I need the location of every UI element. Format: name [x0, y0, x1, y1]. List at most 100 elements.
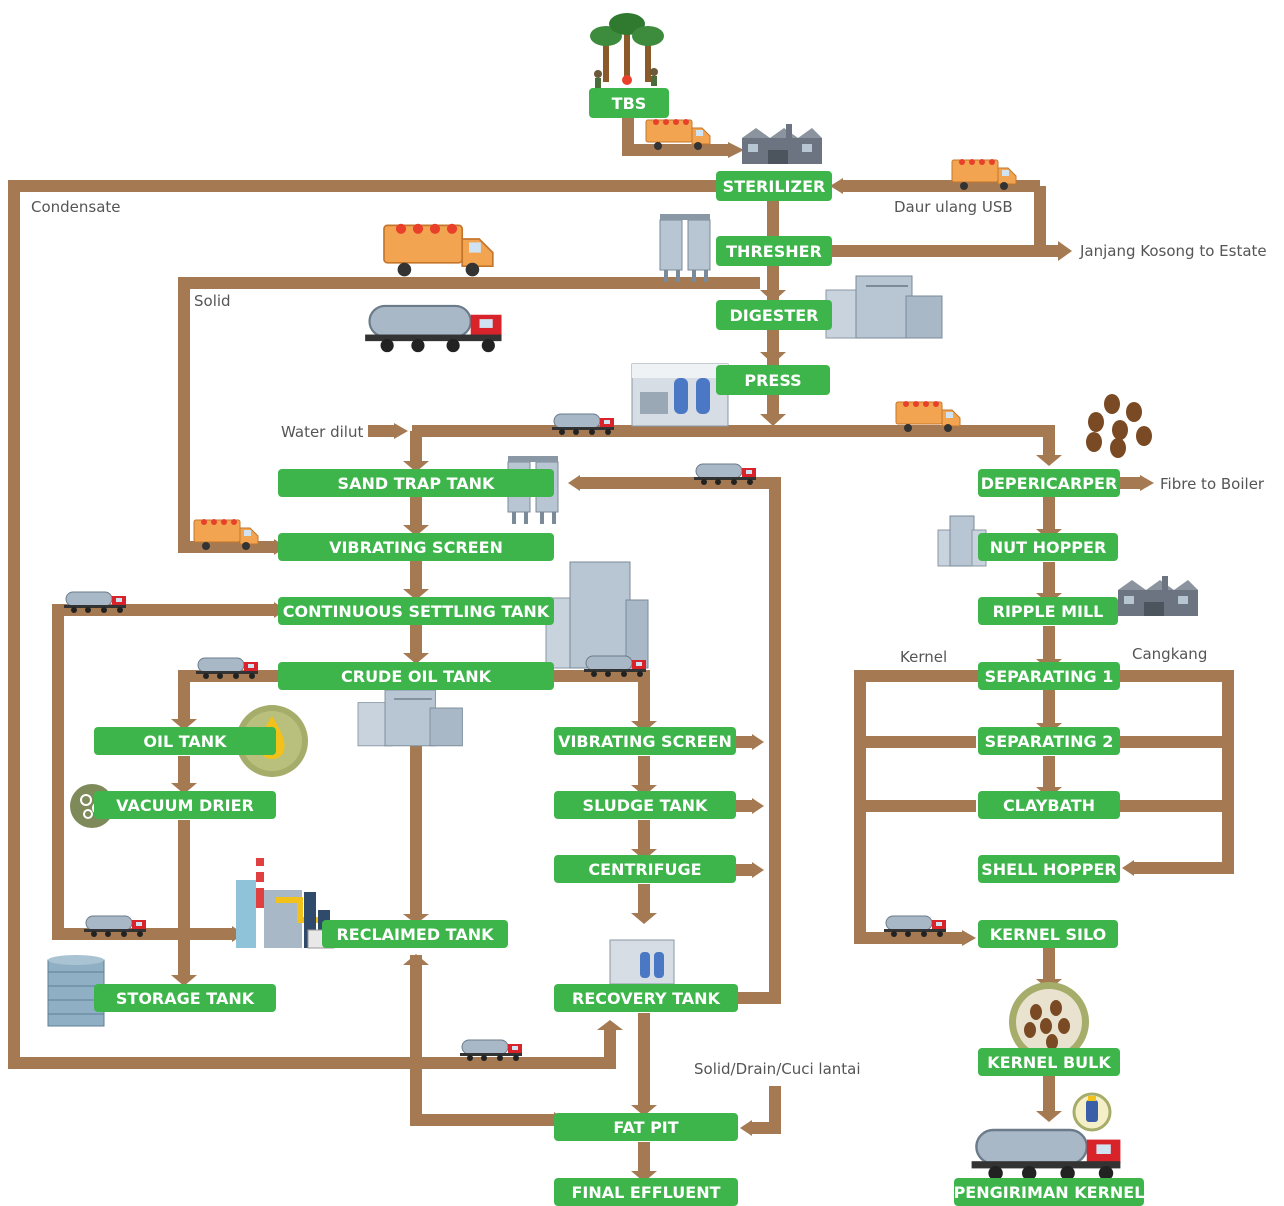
- node-label: KERNEL SILO: [990, 925, 1106, 944]
- node-box: [278, 469, 554, 497]
- node-box: [278, 597, 554, 625]
- node-box: [954, 1178, 1144, 1206]
- node-box: [94, 984, 276, 1012]
- node-sand-trap-tank: SAND TRAP TANK: [278, 469, 554, 497]
- node-label: SEPARATING 1: [985, 667, 1114, 686]
- pipe-network: [8, 118, 1234, 1172]
- node-pengiriman-kernel: PENGIRIMAN KERNEL: [954, 1178, 1145, 1206]
- storage-cylinder-icon: [47, 955, 105, 1027]
- node-sterilizer: STERILIZER: [716, 171, 832, 201]
- label-condensate: Condensate: [31, 198, 121, 216]
- node-box: [978, 1048, 1120, 1076]
- power-plant-icon: [236, 858, 335, 949]
- palm-tree-icon: [590, 13, 664, 88]
- node-kernel-silo: KERNEL SILO: [978, 920, 1118, 948]
- node-centrifuge: CENTRIFUGE: [554, 855, 736, 883]
- node-box: [716, 236, 832, 266]
- node-box: [978, 533, 1118, 561]
- node-press: PRESS: [716, 365, 830, 395]
- tanker-truck-icon: [364, 304, 503, 354]
- node-label: NUT HOPPER: [990, 538, 1107, 557]
- node-box: [978, 727, 1120, 755]
- node-box: [589, 88, 669, 118]
- node-label: PENGIRIMAN KERNEL: [954, 1183, 1145, 1202]
- node-label: VIBRATING SCREEN: [558, 732, 732, 751]
- storage-tank-icon: [357, 689, 464, 747]
- node-label: FINAL EFFLUENT: [571, 1183, 720, 1202]
- node-box: [978, 855, 1120, 883]
- node-box: [554, 855, 736, 883]
- factory-icon: [742, 124, 822, 164]
- node-label: SAND TRAP TANK: [338, 474, 496, 493]
- node-vacuum-drier: VACUUM DRIER: [94, 791, 276, 819]
- node-label: CLAYBATH: [1003, 796, 1095, 815]
- node-label: RECLAIMED TANK: [336, 925, 494, 944]
- node-box: [716, 365, 830, 395]
- press-machine-icon: [631, 363, 729, 427]
- node-separating-2: SEPARATING 2: [978, 727, 1120, 755]
- node-box: [716, 300, 832, 330]
- node-box: [554, 791, 736, 819]
- node-vibrating-screen-1: VIBRATING SCREEN: [278, 533, 554, 561]
- node-final-effluent: FINAL EFFLUENT: [554, 1178, 738, 1206]
- node-ripple-mill: RIPPLE MILL: [978, 597, 1118, 625]
- node-box: [94, 727, 276, 755]
- node-depericarper: DEPERICARPER: [978, 469, 1120, 497]
- node-box: [278, 662, 554, 690]
- node-sludge-tank: SLUDGE TANK: [554, 791, 736, 819]
- node-box: [978, 469, 1120, 497]
- node-label: THRESHER: [726, 242, 822, 261]
- node-label: TBS: [612, 94, 647, 113]
- node-label: DEPERICARPER: [981, 474, 1118, 493]
- node-box: [978, 597, 1118, 625]
- dump-truck-icon: [383, 222, 494, 278]
- factory-icon: [1118, 576, 1198, 616]
- node-label: CONTINUOUS SETTLING TANK: [283, 602, 550, 621]
- node-nut-hopper: NUT HOPPER: [978, 533, 1118, 561]
- node-box: [978, 662, 1120, 690]
- node-box: [978, 920, 1118, 948]
- node-crude-oil-tank: CRUDE OIL TANK: [278, 662, 554, 690]
- node-label: SLUDGE TANK: [583, 796, 709, 815]
- node-box: [278, 533, 554, 561]
- silo-icon: [659, 213, 711, 283]
- node-claybath: CLAYBATH: [978, 791, 1120, 819]
- node-box: [978, 791, 1120, 819]
- node-label: STORAGE TANK: [116, 989, 255, 1008]
- node-box: [554, 984, 738, 1012]
- label-daur-ulang-usb: Daur ulang USB: [894, 198, 1013, 216]
- node-thresher: THRESHER: [716, 236, 832, 266]
- node-label: STERILIZER: [723, 177, 826, 196]
- node-label: SEPARATING 2: [985, 732, 1114, 751]
- node-label: FAT PIT: [613, 1118, 678, 1137]
- node-recovery-tank: RECOVERY TANK: [554, 984, 738, 1012]
- label-fibre-to-boiler: Fibre to Boiler: [1160, 475, 1265, 493]
- bottle-badge-icon: [1072, 1092, 1112, 1132]
- node-continuous-settling-tank: CONTINUOUS SETTLING TANK: [278, 597, 554, 625]
- node-label: DIGESTER: [730, 306, 819, 325]
- palm-kernel-icon: [1086, 394, 1152, 458]
- node-label: VACUUM DRIER: [116, 796, 254, 815]
- storage-tank-icon: [825, 275, 943, 339]
- settling-tank-icon: [545, 561, 649, 669]
- label-solid: Solid: [194, 292, 231, 310]
- node-box: [94, 791, 276, 819]
- node-box: [322, 920, 508, 948]
- label-kernel: Kernel: [900, 648, 947, 666]
- node-kernel-bulk: KERNEL BULK: [978, 1048, 1120, 1076]
- node-box: [554, 1113, 738, 1141]
- label-solid-drain: Solid/Drain/Cuci lantai: [694, 1060, 861, 1078]
- node-box: [716, 171, 832, 201]
- node-vibrating-screen-2: VIBRATING SCREEN: [554, 727, 736, 755]
- node-label: VIBRATING SCREEN: [329, 538, 503, 557]
- flow-arrowheads: [171, 142, 1154, 1182]
- node-label: SHELL HOPPER: [981, 860, 1117, 879]
- label-water-dilut: Water dilut: [281, 423, 363, 441]
- node-storage-tank: STORAGE TANK: [94, 984, 276, 1012]
- node-label: CENTRIFUGE: [588, 860, 701, 879]
- label-janjang-kosong: Janjang Kosong to Estate: [1079, 242, 1267, 260]
- node-label: CRUDE OIL TANK: [341, 667, 492, 686]
- node-tbs: TBS: [589, 88, 669, 118]
- node-shell-hopper: SHELL HOPPER: [978, 855, 1120, 883]
- kernel-bulk-icon: [1009, 982, 1089, 1062]
